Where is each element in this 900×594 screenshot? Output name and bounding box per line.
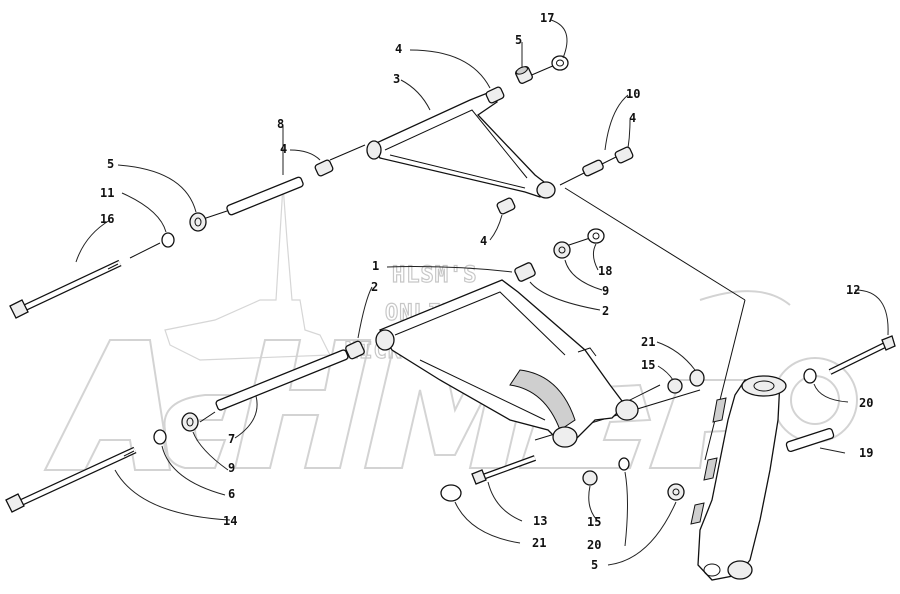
callout-20-lower: 20 bbox=[587, 538, 601, 552]
callout-labels: 17 5 4 3 10 4 8 4 5 11 16 4 1 18 2 9 2 1… bbox=[100, 11, 873, 572]
bolt-16[interactable] bbox=[9, 259, 122, 319]
bushing-2-upper bbox=[514, 262, 536, 282]
callout-5-lower: 5 bbox=[591, 558, 598, 572]
callout-9-lower: 9 bbox=[228, 461, 235, 475]
callout-12: 12 bbox=[846, 283, 860, 297]
callout-14: 14 bbox=[223, 514, 237, 528]
bolt-12 bbox=[828, 335, 896, 375]
callout-15-lower: 15 bbox=[587, 515, 601, 529]
callout-4-top: 4 bbox=[395, 42, 402, 56]
callout-10: 10 bbox=[626, 87, 640, 101]
bushing-flange-top bbox=[515, 66, 533, 84]
pin-19 bbox=[785, 427, 835, 453]
bushing-2-left bbox=[345, 340, 365, 360]
callout-21-lower: 21 bbox=[532, 536, 546, 550]
callout-21-upper: 21 bbox=[641, 335, 655, 349]
shaft-8[interactable] bbox=[226, 176, 304, 216]
nut-18 bbox=[587, 228, 605, 244]
callout-6: 6 bbox=[228, 487, 235, 501]
callout-13: 13 bbox=[533, 514, 547, 528]
callout-1: 1 bbox=[372, 259, 379, 273]
nut-15-lower bbox=[582, 470, 598, 486]
bushing-top bbox=[485, 86, 505, 104]
upper-a-arm[interactable] bbox=[366, 91, 556, 199]
callout-5-top: 5 bbox=[515, 33, 522, 47]
bushing-left-upper bbox=[314, 159, 334, 177]
spindle-hardware bbox=[582, 335, 896, 501]
cap-21-lower bbox=[440, 484, 462, 502]
upper-arm-bushings bbox=[314, 55, 634, 215]
lower-a-arm[interactable] bbox=[375, 279, 639, 448]
leader-lines bbox=[75, 19, 889, 566]
nut-15-upper bbox=[667, 378, 683, 394]
flange-bushing-5-left bbox=[189, 212, 207, 232]
callout-20-right: 20 bbox=[859, 396, 873, 410]
sleeve-10 bbox=[582, 159, 604, 177]
callout-9-upper: 9 bbox=[602, 284, 609, 298]
washer-20-lower bbox=[618, 457, 630, 471]
callout-2-right: 2 bbox=[602, 304, 609, 318]
callout-11: 11 bbox=[100, 186, 114, 200]
callout-15-upper: 15 bbox=[641, 358, 655, 372]
cap-21-upper bbox=[689, 369, 705, 387]
callout-4-right: 4 bbox=[629, 111, 636, 125]
steering-spindle[interactable] bbox=[690, 375, 787, 581]
lower-arm-bushings bbox=[153, 228, 605, 445]
flange-bushing-9-upper bbox=[553, 241, 571, 259]
bushing-4-right bbox=[614, 146, 634, 164]
bushing-right-lower bbox=[496, 197, 516, 215]
shaft-7[interactable] bbox=[215, 349, 349, 411]
flange-bushing-9-lower bbox=[181, 412, 199, 432]
callout-17: 17 bbox=[540, 11, 554, 25]
bolt-14[interactable] bbox=[5, 446, 137, 513]
washer-11 bbox=[161, 232, 175, 248]
washer-20-right bbox=[803, 368, 817, 384]
callout-18: 18 bbox=[598, 264, 612, 278]
watermark-spire bbox=[164, 184, 331, 361]
callout-8: 8 bbox=[277, 117, 284, 131]
callout-4-bottom: 4 bbox=[480, 234, 487, 248]
callout-5-left: 5 bbox=[107, 157, 114, 171]
callout-19: 19 bbox=[859, 446, 873, 460]
flange-bolt-5-lower bbox=[667, 483, 685, 501]
callout-2-left: 2 bbox=[371, 280, 378, 294]
callout-16: 16 bbox=[100, 212, 114, 226]
callout-4-left: 4 bbox=[280, 142, 287, 156]
callout-7: 7 bbox=[228, 432, 235, 446]
washer-6 bbox=[153, 429, 167, 445]
callout-3: 3 bbox=[393, 72, 400, 86]
bolt-13[interactable] bbox=[471, 455, 537, 485]
nut-17 bbox=[551, 55, 569, 71]
